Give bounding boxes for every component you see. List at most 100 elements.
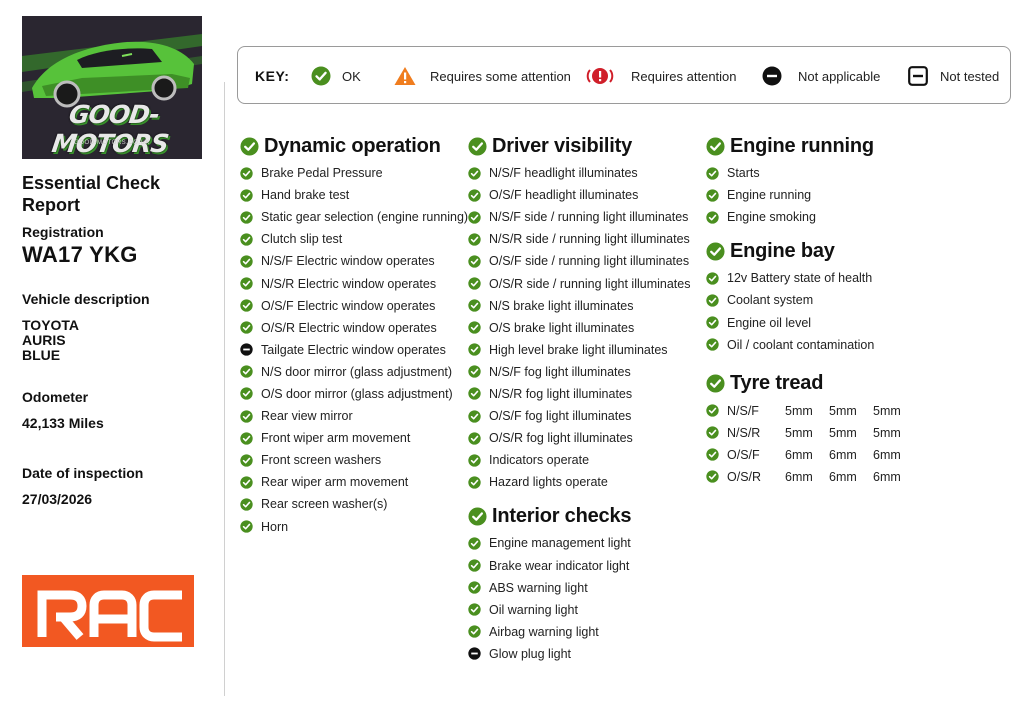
check-item: N/S/F Electric window operates [240,250,468,272]
check-item: N/S/R Electric window operates [240,272,468,294]
check-item-label: 12v Battery state of health [727,271,873,286]
odometer-value: 42,133 Miles [22,415,104,431]
warning-triangle-icon [394,67,416,85]
tyre-depth: 6mm [829,447,857,462]
check-item-label: Rear screen washer(s) [261,497,388,512]
check-circle-icon [240,233,253,246]
check-circle-icon [468,625,481,639]
check-item: O/S/F headlight illuminates [468,184,690,206]
check-circle-icon [240,498,253,511]
check-circle-icon [240,255,253,268]
check-item-label: Hazard lights operate [489,475,608,490]
check-item: O/S/F side / running light illuminates [468,250,690,272]
check-item: Engine smoking [706,206,917,228]
check-item-label: Starts [727,166,760,181]
check-circle-icon [468,211,481,224]
section-title-interior: Interior checks [492,504,632,527]
section-title-tyre-tread: Tyre tread [730,372,824,395]
check-item-label: O/S/R side / running light illuminates [489,276,691,291]
check-item: Hand brake test [240,184,468,206]
key-title-item: KEY: [255,65,289,87]
key-label-not-tested: Not tested [940,68,1000,84]
check-item: N/S door mirror (glass adjustment) [240,361,468,383]
check-item-label: N/S brake light illuminates [489,298,634,313]
check-item: Front screen washers [240,449,468,471]
key-ok: OK [311,65,361,87]
section-header: Dynamic operation [240,132,468,160]
check-item-label: Coolant system [727,293,814,308]
check-item: O/S/F Electric window operates [240,295,468,317]
check-item: N/S/F side / running light illuminates [468,206,690,228]
key-label-ok: OK [342,68,361,84]
check-circle-icon [240,520,253,533]
check-circle-icon [706,272,719,285]
check-item-label: Engine smoking [727,210,816,225]
logo-text: GOOD-MOTORS [50,100,170,158]
check-circle-icon [240,431,253,445]
check-item-label: N/S/R side / running light illuminates [489,232,690,247]
tyre-depth: 6mm [785,469,813,484]
check-circle-icon [468,188,481,202]
minus-circle-icon [762,66,782,86]
section-title-engine-bay: Engine bay [730,239,835,262]
check-item: N/S/R fog light illuminates [468,383,690,405]
check-item: Hazard lights operate [468,471,690,493]
check-item: Starts [706,162,917,184]
registration-value: WA17 YKG [22,242,138,267]
tyre-position: N/S/R [727,425,761,440]
check-circle-icon [240,299,253,312]
section-title-engine-running: Engine running [730,134,874,157]
check-circle-icon [468,299,481,312]
check-item-label: ABS warning light [489,580,588,595]
check-item-label: N/S/F headlight illuminates [489,166,638,181]
key-title: KEY: [255,68,290,84]
check-circle-icon [706,448,719,462]
registration-label: Registration [22,224,104,240]
check-item: Engine management light [468,532,690,554]
good-motors-logo: GOOD-MOTORS GOOD-MOTORS.CO.UK [22,16,202,159]
alert-circle-icon [586,68,614,84]
minus-circle-icon [240,343,253,356]
car-illustration [22,34,202,108]
check-circle-icon [311,66,331,86]
key-some-attention: Requires some attention [393,65,571,87]
check-item: Front wiper arm movement [240,427,468,449]
rac-lettering [37,590,182,642]
vehicle-model: AURIS [22,332,66,348]
section-header: Driver visibility [468,132,690,160]
logo-subtext: GOOD-MOTORS.CO.UK [74,140,150,146]
vehicle-make: TOYOTA [22,317,80,333]
key-label-not-applicable: Not applicable [798,68,881,84]
check-circle-icon [706,470,719,484]
key-not-applicable: Not applicable [762,65,880,87]
check-circle-icon [468,365,481,379]
check-item: O/S/R side / running light illuminates [468,272,690,294]
check-circle-icon [468,581,481,594]
check-item: O/S/F fog light illuminates [468,405,690,427]
check-circle-icon [240,387,253,401]
check-item: O/S brake light illuminates [468,317,690,339]
check-item-label: N/S/R fog light illuminates [489,386,633,401]
check-item-label: O/S/F side / running light illuminates [489,254,690,269]
check-circle-icon [706,316,719,329]
section-header-tyre-tread: Tyre tread [706,370,917,398]
check-circle-icon [706,242,725,261]
status-key: KEY: OK Requires some attention Requires… [237,46,1011,104]
check-item-label: Brake Pedal Pressure [261,166,383,181]
check-item: Brake wear indicator light [468,555,690,577]
check-circle-icon [468,255,481,268]
check-circle-icon [240,321,253,334]
check-item-label: N/S door mirror (glass adjustment) [261,364,453,379]
check-item-label: Engine running [727,188,812,203]
check-item-label: Oil warning light [489,602,578,617]
check-item-label: O/S/F headlight illuminates [489,188,639,203]
check-circle-icon [706,338,719,351]
check-item-label: Static gear selection (engine running) [261,210,469,225]
check-item-label: N/S/F side / running light illuminates [489,210,689,225]
tyre-position: O/S/F [727,447,760,462]
